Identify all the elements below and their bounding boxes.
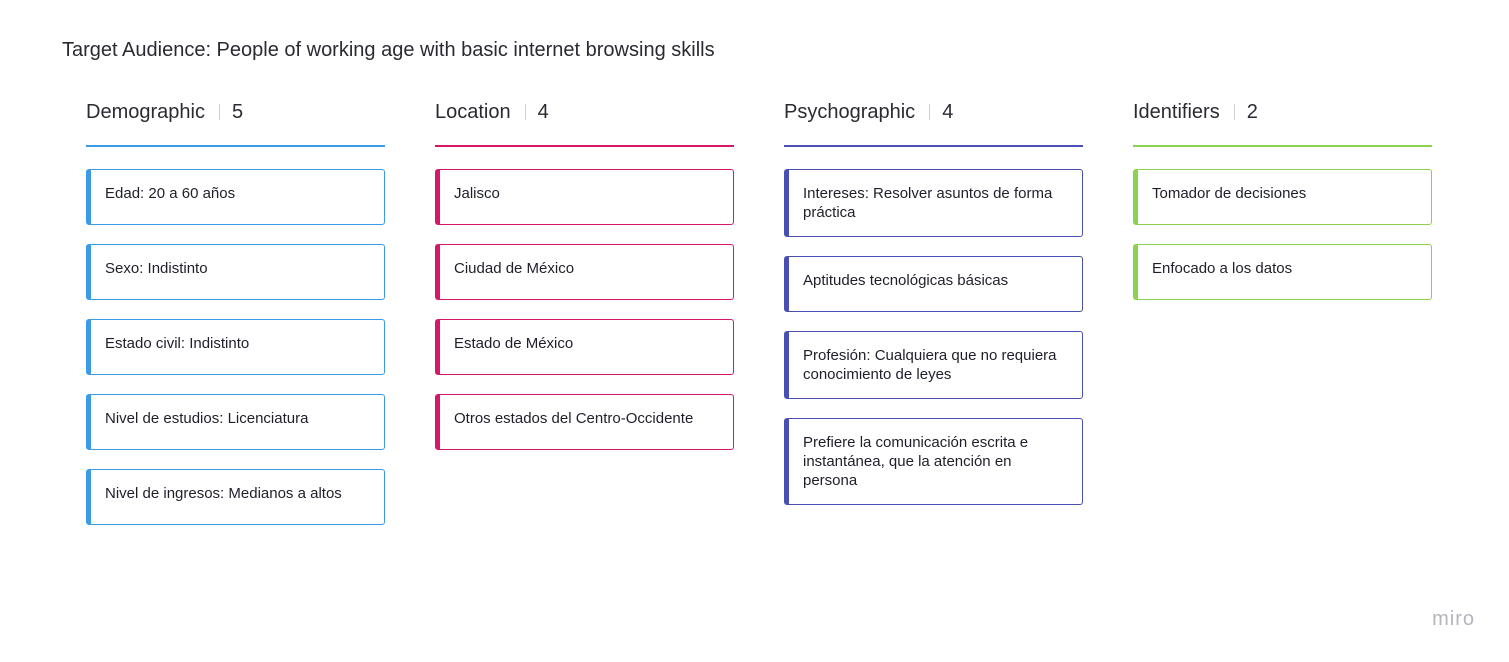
column-rule [435, 145, 734, 147]
column-psychographic: Psychographic 4 Intereses: Resolver asun… [784, 95, 1083, 524]
card[interactable]: Ciudad de México [435, 244, 734, 300]
card[interactable]: Prefiere la comunicación escrita e insta… [784, 418, 1083, 505]
card-text: Edad: 20 a 60 años [105, 185, 236, 202]
card-text: Nivel de estudios: Licenciatura [105, 410, 309, 427]
card[interactable]: Tomador de decisiones [1133, 169, 1432, 225]
card-text: Intereses: Resolver asuntos de forma prá… [803, 185, 1053, 221]
card[interactable]: Aptitudes tecnológicas básicas [784, 256, 1083, 312]
card[interactable]: Profesión: Cualquiera que no requiera co… [784, 331, 1083, 399]
column-name: Identifiers [1133, 100, 1220, 123]
column-separator [929, 104, 931, 120]
card[interactable]: Jalisco [435, 169, 734, 225]
column-header[interactable]: Demographic 5 [86, 95, 385, 129]
column-count: 2 [1246, 100, 1258, 123]
column-rule [784, 145, 1083, 147]
card-text: Tomador de decisiones [1152, 185, 1307, 202]
column-name: Demographic [86, 100, 205, 123]
card[interactable]: Estado civil: Indistinto [86, 319, 385, 375]
card-text: Prefiere la comunicación escrita e insta… [803, 434, 1029, 489]
card-text: Nivel de ingresos: Medianos a altos [105, 485, 342, 502]
board-title: Target Audience: People of working age w… [62, 39, 715, 61]
column-rule [86, 145, 385, 147]
column-separator [524, 104, 526, 120]
column-header[interactable]: Psychographic 4 [784, 95, 1083, 129]
card[interactable]: Estado de México [435, 319, 734, 375]
card-text: Sexo: Indistinto [105, 260, 208, 277]
column-name: Location [435, 100, 511, 123]
card[interactable]: Edad: 20 a 60 años [86, 169, 385, 225]
column-count: 4 [537, 100, 549, 123]
card-text: Aptitudes tecnológicas básicas [803, 272, 1009, 289]
column-count: 5 [231, 100, 244, 123]
column-rule [1133, 145, 1432, 147]
card-text: Profesión: Cualquiera que no requiera co… [803, 347, 1057, 383]
column-separator [218, 104, 220, 120]
column-header[interactable]: Location 4 [435, 95, 734, 129]
column-name: Psychographic [784, 100, 916, 123]
card[interactable]: Sexo: Indistinto [86, 244, 385, 300]
card[interactable]: Nivel de ingresos: Medianos a altos [86, 469, 385, 525]
card-text: Enfocado a los datos [1152, 260, 1293, 277]
card[interactable]: Enfocado a los datos [1133, 244, 1432, 300]
card-text: Ciudad de México [454, 260, 575, 277]
column-header[interactable]: Identifiers 2 [1133, 95, 1432, 129]
card-text: Otros estados del Centro-Occidente [454, 410, 694, 427]
card-text: Estado de México [454, 335, 574, 352]
card[interactable]: Nivel de estudios: Licenciatura [86, 394, 385, 450]
card-text: Jalisco [454, 185, 500, 202]
card-list: Intereses: Resolver asuntos de forma prá… [784, 169, 1083, 505]
card[interactable]: Otros estados del Centro-Occidente [435, 394, 734, 450]
column-count: 4 [942, 100, 954, 123]
miro-logo: miro [1432, 608, 1475, 630]
column-separator [1233, 104, 1235, 120]
card[interactable]: Intereses: Resolver asuntos de forma prá… [784, 169, 1083, 237]
card-text: Estado civil: Indistinto [105, 335, 250, 352]
